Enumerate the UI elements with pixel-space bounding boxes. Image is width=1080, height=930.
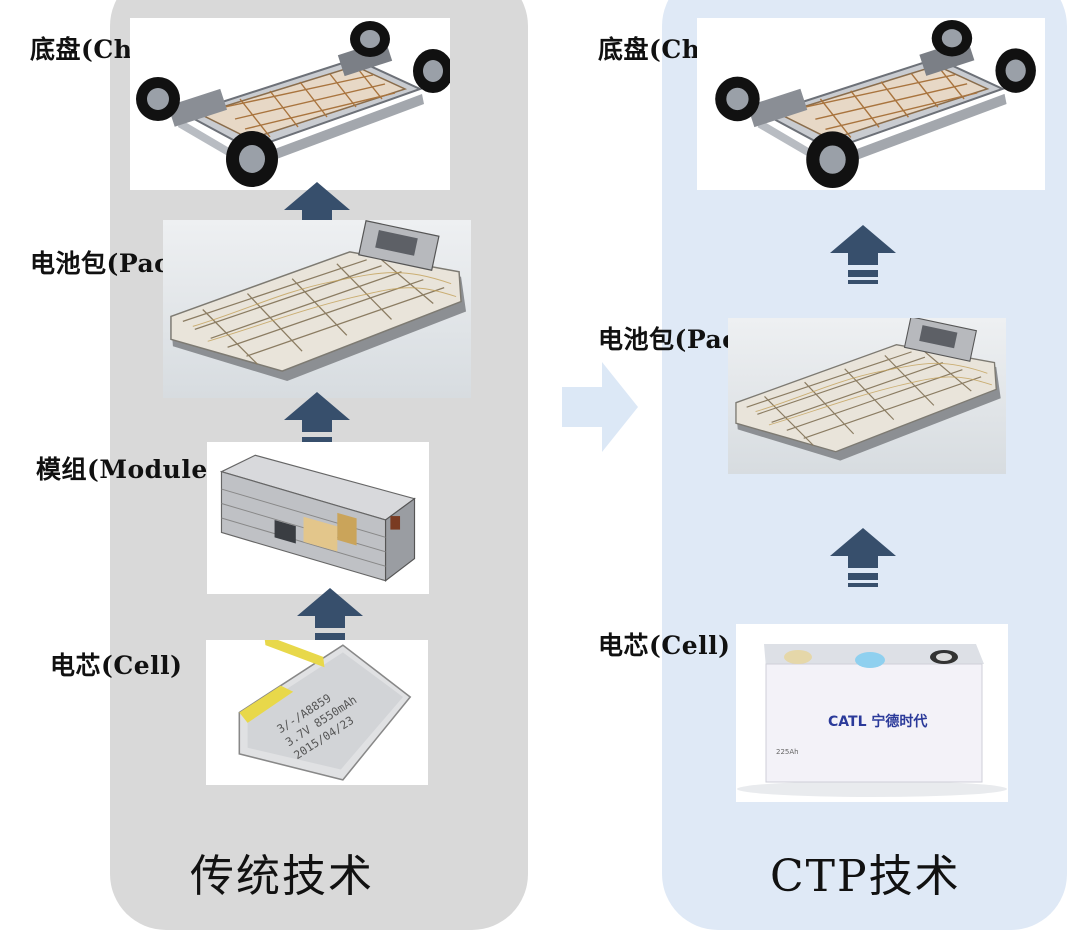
ctp-cell-label: 电芯(Cell) — [598, 631, 731, 660]
traditional-chassis-image — [130, 18, 450, 190]
traditional-footer: 传统技术 — [190, 851, 374, 902]
traditional-cell-label: 电芯(Cell) — [50, 651, 183, 680]
traditional-module-image — [207, 442, 429, 594]
ctp-pack-image — [728, 318, 1006, 474]
up-arrow-icon — [284, 392, 350, 444]
cell-capacity-text: 225Ah — [776, 748, 799, 756]
traditional-pack-image — [163, 220, 471, 398]
cell-brand-text: CATL 宁德时代 — [828, 713, 927, 730]
ctp-footer: CTP技术 — [770, 851, 961, 902]
traditional-module-label: 模组(Module) — [36, 455, 221, 484]
up-arrow-icon — [297, 588, 363, 640]
right-arrow-icon — [562, 362, 638, 452]
ctp-chassis-image — [697, 18, 1045, 190]
up-arrow-icon — [830, 225, 896, 280]
up-arrow-icon — [830, 528, 896, 583]
traditional-cell-image — [206, 640, 428, 785]
ctp-cell-image: CATL 宁德时代 225Ah — [736, 624, 1008, 802]
